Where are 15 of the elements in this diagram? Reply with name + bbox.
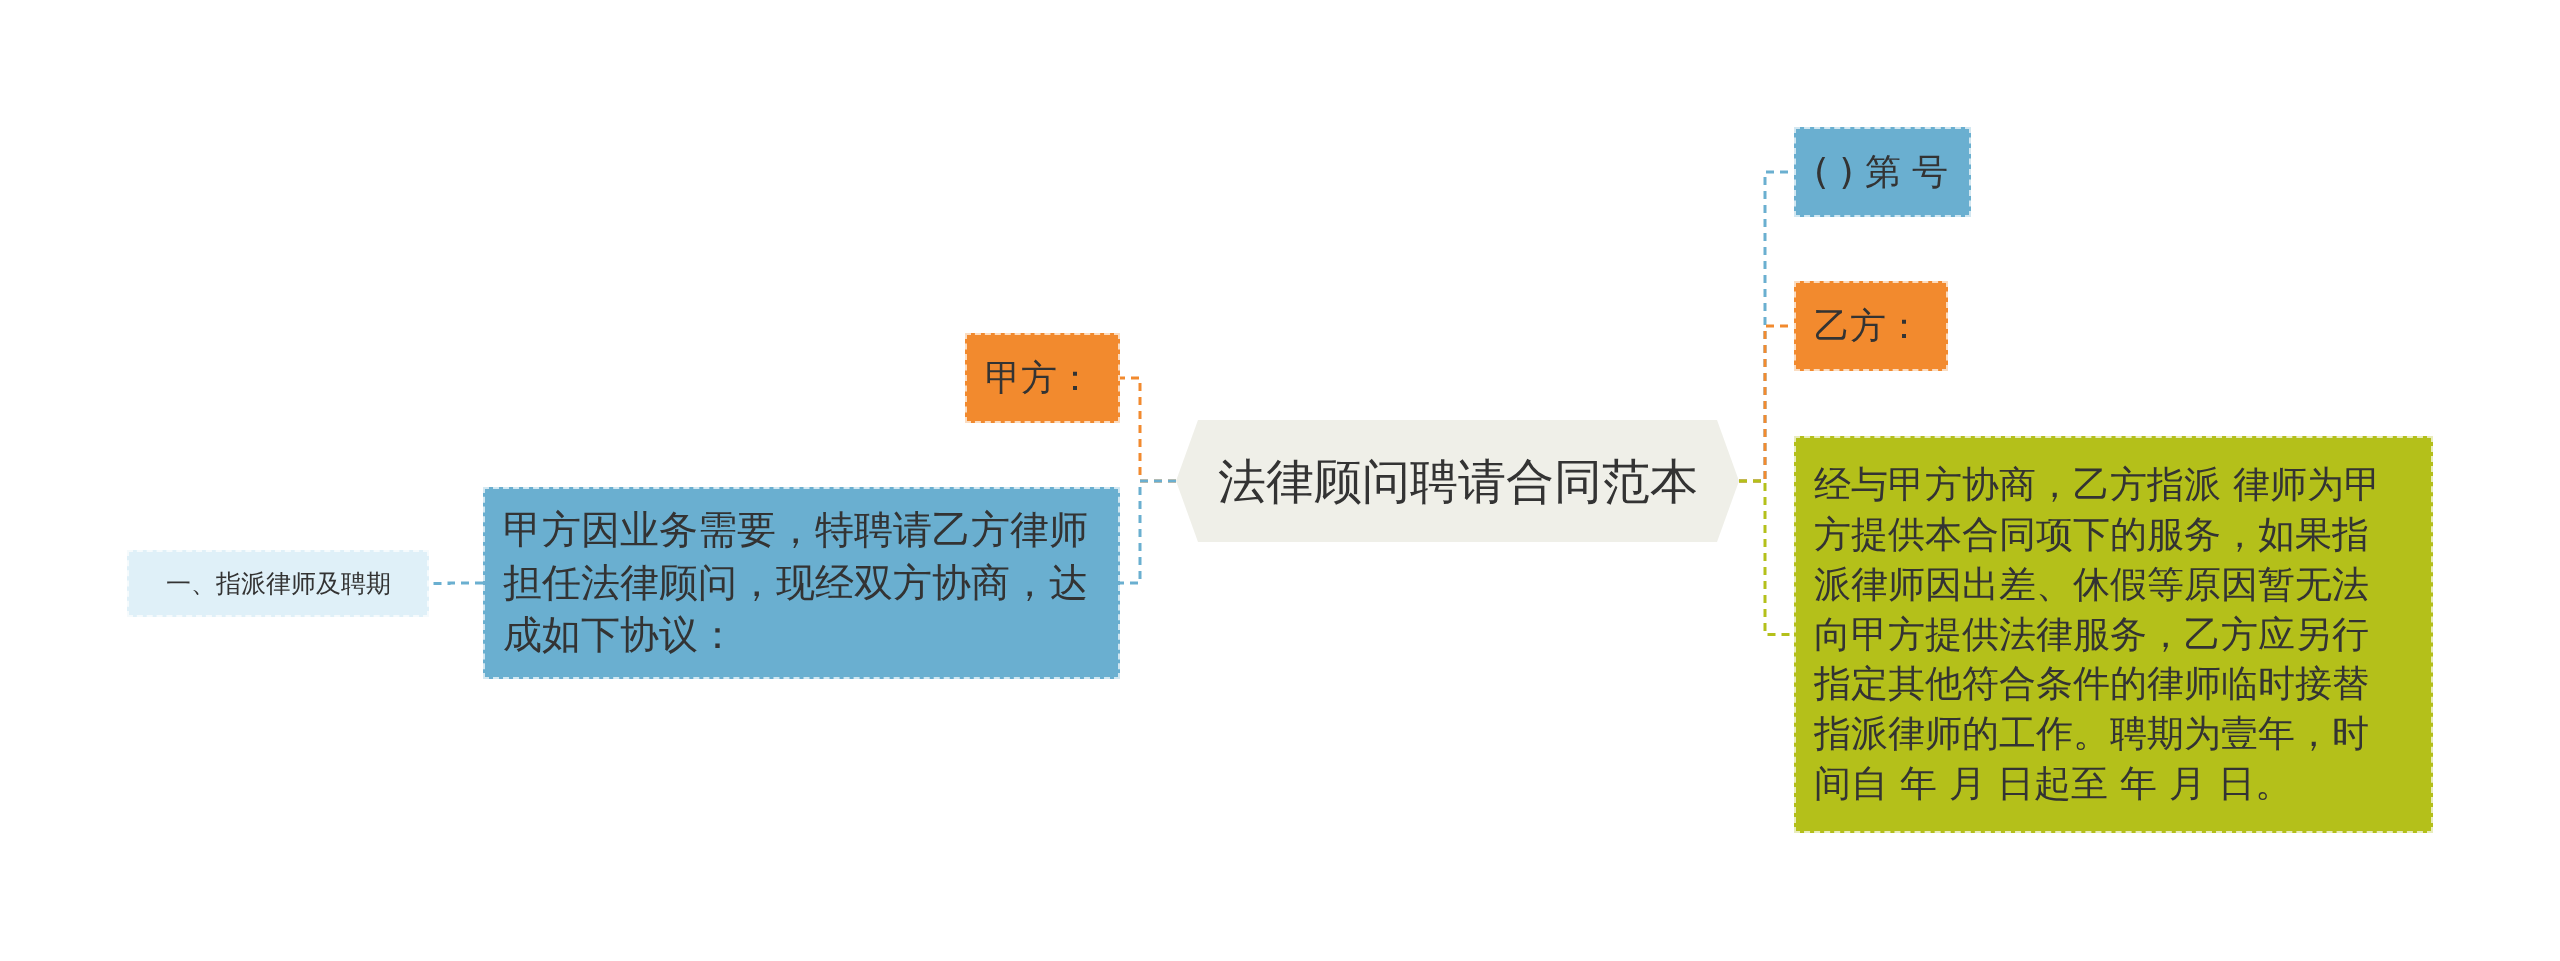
topic-box (1794, 127, 1971, 217)
topic-text: ( ) 第 号 (1814, 149, 1950, 194)
connector-line (1120, 479, 1176, 585)
topic-text: 甲方因业务需要，特聘请乙方律师担任法律顾问，现经双方协商，达成如下协议： (503, 506, 1089, 660)
topic-box (1794, 281, 1948, 371)
central-topic (1176, 420, 1739, 542)
topic-box (1794, 436, 2433, 833)
subtopic-box (127, 550, 429, 617)
topic-text: 甲方： (985, 355, 1094, 400)
topic-box (965, 333, 1120, 423)
topic-text: 法律顾问聘请合同范本 (1217, 451, 1698, 511)
topic-text: 乙方： (1814, 303, 1923, 348)
topic-box (483, 487, 1120, 679)
topic-text: 经与甲方协商，乙方指派 律师为甲方提供本合同项下的服务，如果指派律师因出差、休假等原因暂无法向甲方提供法律服务，乙方应另行指定其他符合条件的律师临时接替指派律师的工作。聘期为壹年，时间自 年 月 日起至 年 月 日。 (1814, 461, 2382, 808)
topic-text: 一、指派律师及聘期 (164, 567, 392, 600)
